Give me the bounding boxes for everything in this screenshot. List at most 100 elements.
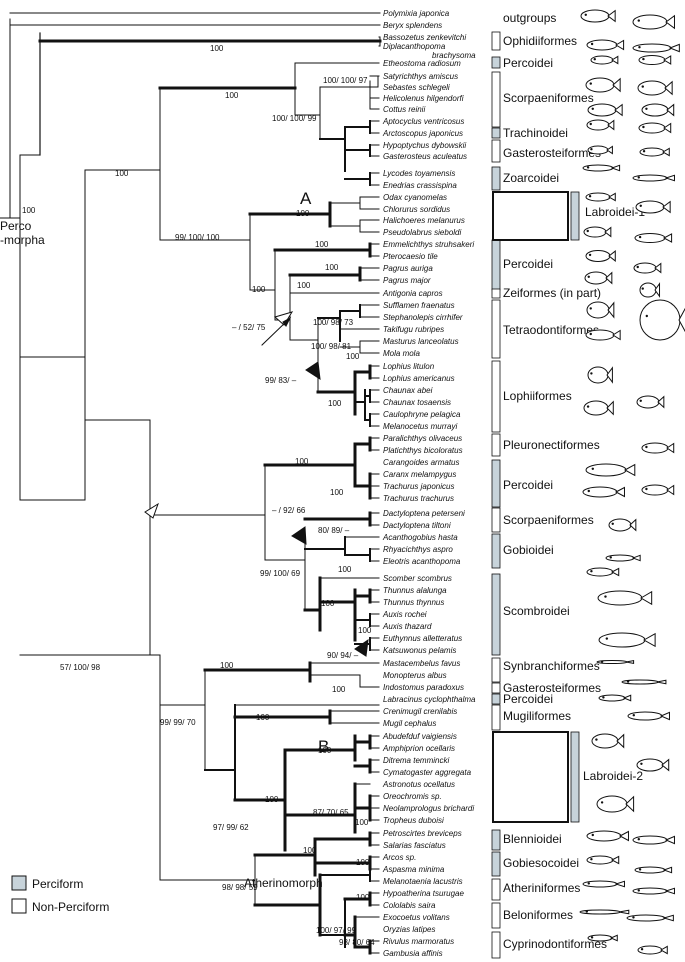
bootstrap-value: 98/ 80/ 64	[339, 938, 375, 947]
bootstrap-value: 57/ 100/ 98	[60, 663, 101, 672]
fish-icon	[585, 463, 636, 477]
perciform-bar	[491, 166, 501, 191]
fish-icon	[583, 400, 614, 416]
group-label: Percoidei	[503, 257, 553, 271]
group-label: Scorpaeniformes	[503, 513, 594, 527]
taxon-label: Exocoetus volitans	[383, 913, 450, 922]
bootstrap-value: 100	[330, 488, 344, 497]
non-perciform-bar	[491, 139, 501, 163]
non-perciform-bar	[491, 31, 501, 51]
fish-icon	[632, 887, 675, 895]
open-triangle-marker	[144, 502, 159, 519]
perciform-bar	[491, 239, 501, 291]
bootstrap-value: 100	[346, 352, 360, 361]
group-label: Beloniformes	[503, 908, 573, 922]
legend-perciform-label: Perciform	[32, 877, 83, 891]
group-label: Scombroidei	[503, 604, 570, 618]
taxon-label: Auxis rochei	[382, 610, 427, 619]
fish-icon	[586, 39, 625, 51]
taxon-label: Masturus lanceolatus	[383, 337, 459, 346]
group-label: Blennioidei	[503, 832, 562, 846]
bootstrap-value: 100	[315, 240, 329, 249]
taxon-label: Mola mola	[383, 349, 420, 358]
bootstrap-value: 100	[318, 746, 332, 755]
fish-icon	[586, 830, 629, 842]
fish-icon	[633, 262, 662, 274]
bootstrap-value: 100	[210, 44, 224, 53]
bootstrap-value: 100	[358, 626, 372, 635]
bootstrap-value: 100	[338, 565, 352, 574]
taxon-label: Platichthys bicoloratus	[383, 446, 463, 455]
fish-icon	[636, 758, 670, 772]
fish-icon	[582, 164, 621, 172]
taxon-label: Carangoides armatus	[383, 458, 459, 467]
taxon-label: Acanthogobius hasta	[382, 533, 458, 542]
taxon-label: Katsuwonus pelamis	[383, 646, 456, 655]
non-perciform-bar	[491, 657, 501, 683]
group-label: Percoidei	[503, 478, 553, 492]
taxon-label: Eleotris acanthopoma	[383, 557, 461, 566]
fish-icon	[636, 395, 665, 409]
perciform-bar	[491, 459, 501, 508]
atherinomorph-label: Atherinomorph	[244, 876, 323, 890]
bootstrap-value: 100	[303, 846, 317, 855]
fish-icon	[632, 835, 675, 845]
fish-icon	[585, 329, 621, 341]
fish-icon	[641, 484, 675, 496]
taxon-label: Salarias fasciatus	[383, 841, 446, 850]
fish-icon	[638, 122, 672, 134]
perciform-bar	[491, 693, 501, 705]
bootstrap-value: 100	[265, 795, 279, 804]
fish-icon	[586, 855, 620, 865]
taxon-label: Halichoeres melanurus	[383, 216, 465, 225]
root-label: -morpha	[0, 233, 45, 247]
bootstrap-value: 100	[115, 169, 129, 178]
legend-perciform-swatch	[11, 875, 27, 891]
bootstrap-value: 100	[328, 399, 342, 408]
bootstrap-value: 100	[225, 91, 239, 100]
group-label: Gobiesocoidei	[503, 856, 579, 870]
taxon-label: Emmelichthys struhsakeri	[383, 240, 474, 249]
bootstrap-value: 99/ 99/ 70	[160, 718, 196, 727]
group-label: Tetraodontiformes	[503, 323, 599, 337]
taxon-label: Scomber scombrus	[383, 574, 452, 583]
taxon-label: Auxis thazard	[382, 622, 432, 631]
filled-triangle-marker	[305, 361, 321, 380]
taxon-label: Indostomus paradoxus	[383, 683, 464, 692]
bootstrap-value: 100	[220, 661, 234, 670]
taxon-label: Amphiprion ocellaris	[382, 744, 455, 753]
fish-icon	[591, 733, 625, 749]
fish-icon	[598, 694, 632, 702]
taxon-label: Chlorurus sordidus	[383, 205, 450, 214]
taxon-label: Pagrus major	[383, 276, 431, 285]
taxon-label: Lophius litulon	[383, 362, 435, 371]
fish-icon	[583, 226, 612, 238]
bootstrap-value: 100/ 98/ 73	[313, 318, 354, 327]
bootstrap-value: 100	[297, 281, 311, 290]
bootstrap-value: 100	[22, 206, 36, 215]
taxon-label: Thunnus alalunga	[383, 586, 447, 595]
fish-icon	[632, 14, 675, 30]
fish-icon	[635, 200, 671, 214]
taxon-label: Labracinus cyclophthalma	[383, 695, 476, 704]
fish-icon	[590, 55, 619, 65]
taxon-label: Bassozetus zenkevitchi	[383, 33, 466, 42]
bootstrap-value: 98/ 98/ 59	[222, 883, 258, 892]
taxon-label: Takifugu rubripes	[383, 325, 444, 334]
taxon-label: Arcos sp.	[382, 853, 416, 862]
taxon-label: Oryzias latipes	[383, 925, 435, 934]
open-triangle-marker	[273, 311, 294, 326]
fish-icon	[634, 233, 673, 243]
bootstrap-value: 100/ 97/ 99	[316, 926, 357, 935]
bootstrap-value: 99/ 100/ 100	[175, 233, 220, 242]
tree-branches	[0, 12, 569, 955]
group-label: Percoidei	[503, 692, 553, 706]
bootstrap-value: 100	[356, 893, 370, 902]
bootstrap-value: 90/ 94/ –	[327, 651, 359, 660]
group-label: Zoarcoidei	[503, 171, 559, 185]
bootstrap-value: 99/ 83/ –	[265, 376, 297, 385]
non-perciform-bar	[491, 902, 501, 929]
bootstrap-value: – / 52/ 75	[232, 323, 266, 332]
fish-icon	[641, 442, 675, 454]
taxon-label: Thunnus thynnus	[383, 598, 444, 607]
